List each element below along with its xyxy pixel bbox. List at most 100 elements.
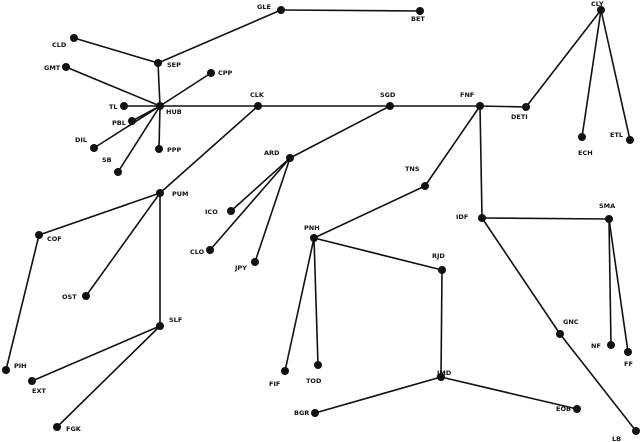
- node-dot: [35, 231, 43, 239]
- node-label: SGD: [380, 91, 396, 99]
- edge-rjd-jmd: [440, 269, 443, 378]
- node-lb: LB: [612, 427, 640, 442]
- node-sgd: SGD: [380, 91, 396, 110]
- node-gnc: GNC: [556, 318, 579, 338]
- edge-pum-cof: [38, 192, 161, 236]
- edge-idf-sma: [481, 217, 610, 220]
- node-dot: [251, 258, 259, 266]
- node-dot: [386, 102, 394, 110]
- edge-ard-clo: [209, 157, 291, 251]
- edge-slf-fgk: [56, 325, 161, 428]
- node-rjd: RJD: [432, 252, 446, 274]
- node-ost: OST: [62, 292, 90, 301]
- edge-sma-nf: [608, 218, 612, 346]
- node-label: BGR: [294, 409, 309, 417]
- node-label: ECH: [578, 149, 593, 157]
- node-dot: [632, 427, 640, 435]
- node-tl: TL: [109, 102, 128, 111]
- node-dot: [120, 102, 128, 110]
- node-dot: [206, 246, 214, 254]
- node-dot: [281, 367, 289, 375]
- node-label: DETI: [511, 113, 528, 121]
- node-label: NF: [591, 342, 601, 350]
- edge-gle-sep: [157, 9, 282, 64]
- node-label: DIL: [75, 136, 87, 144]
- node-label: GLE: [257, 3, 271, 11]
- node-dot: [438, 266, 446, 274]
- edge-ppp-hub_w: [158, 105, 161, 150]
- node-ff: FF: [624, 348, 633, 368]
- node-dot: [28, 377, 36, 385]
- node-dot: [155, 145, 163, 153]
- node-label: PIH: [14, 362, 27, 370]
- node-jpy: JPY: [234, 258, 259, 272]
- node-pbl: PBL: [112, 117, 136, 127]
- node-label: EOB: [556, 405, 571, 413]
- edge-cly-ech: [581, 9, 602, 138]
- edge-sep-hub_w: [157, 62, 161, 107]
- edge-gmt-hub_w: [65, 66, 161, 107]
- node-dot: [156, 322, 164, 330]
- node-bet: BET: [411, 7, 425, 23]
- node-label: SMA: [599, 202, 615, 210]
- node-cld: CLD: [52, 34, 78, 49]
- edge-pnh-fif: [284, 237, 315, 372]
- node-hub_w: HUB: [156, 102, 182, 116]
- edge-pnh-rjd: [313, 237, 443, 271]
- node-pih: PIH: [2, 362, 27, 374]
- edge-deti-cly: [525, 9, 602, 108]
- node-label: ETL: [610, 131, 623, 139]
- node-dot: [310, 234, 318, 242]
- node-dot: [624, 348, 632, 356]
- node-label: HUB: [166, 108, 182, 116]
- node-label: PBL: [112, 119, 126, 127]
- node-dot: [156, 189, 164, 197]
- node-dot: [62, 63, 70, 71]
- node-dot: [254, 102, 262, 110]
- node-label: CLK: [250, 91, 265, 99]
- edge-dil-hub_w: [93, 105, 161, 149]
- node-ard: ARD: [264, 149, 294, 162]
- node-dot: [207, 69, 215, 77]
- node-label: CLO: [190, 248, 205, 256]
- edge-sb-hub_w: [117, 105, 161, 173]
- node-dot: [421, 182, 429, 190]
- node-label: TL: [109, 103, 118, 111]
- node-dot: [573, 405, 581, 413]
- edge-tns-pnh: [313, 185, 426, 239]
- node-dot: [156, 102, 164, 110]
- node-jmd: JMD: [436, 369, 452, 381]
- node-idf: IDF: [456, 213, 486, 222]
- node-dot: [314, 361, 322, 369]
- edge-jmd-eob: [440, 376, 578, 410]
- node-eob: EOB: [556, 405, 581, 413]
- node-label: PNH: [304, 224, 320, 232]
- node-dot: [53, 423, 61, 431]
- node-bgr: BGR: [294, 409, 319, 417]
- edge-sgd-ard: [289, 105, 391, 159]
- node-label: SLF: [169, 316, 182, 324]
- node-dot: [114, 168, 122, 176]
- node-ico: ICO: [205, 207, 235, 216]
- node-dot: [154, 59, 162, 67]
- node-dot: [476, 102, 484, 110]
- node-dot: [70, 34, 78, 42]
- node-label: CPP: [218, 69, 233, 77]
- node-label: GMT: [44, 64, 61, 72]
- node-etl: ETL: [610, 131, 634, 144]
- node-label: FGK: [66, 425, 82, 433]
- edge-cld-sep: [73, 37, 159, 64]
- node-label: SB: [102, 156, 112, 164]
- node-label: ARD: [264, 149, 280, 157]
- edge-fnf-idf: [479, 105, 483, 219]
- node-cpp: CPP: [207, 69, 233, 77]
- node-sma: SMA: [599, 202, 615, 223]
- node-cof: COF: [35, 231, 62, 243]
- node-label: TOD: [306, 377, 322, 385]
- node-label: CLD: [52, 41, 67, 49]
- node-sb: SB: [102, 156, 122, 176]
- node-fgk: FGK: [53, 423, 82, 433]
- node-dot: [311, 409, 319, 417]
